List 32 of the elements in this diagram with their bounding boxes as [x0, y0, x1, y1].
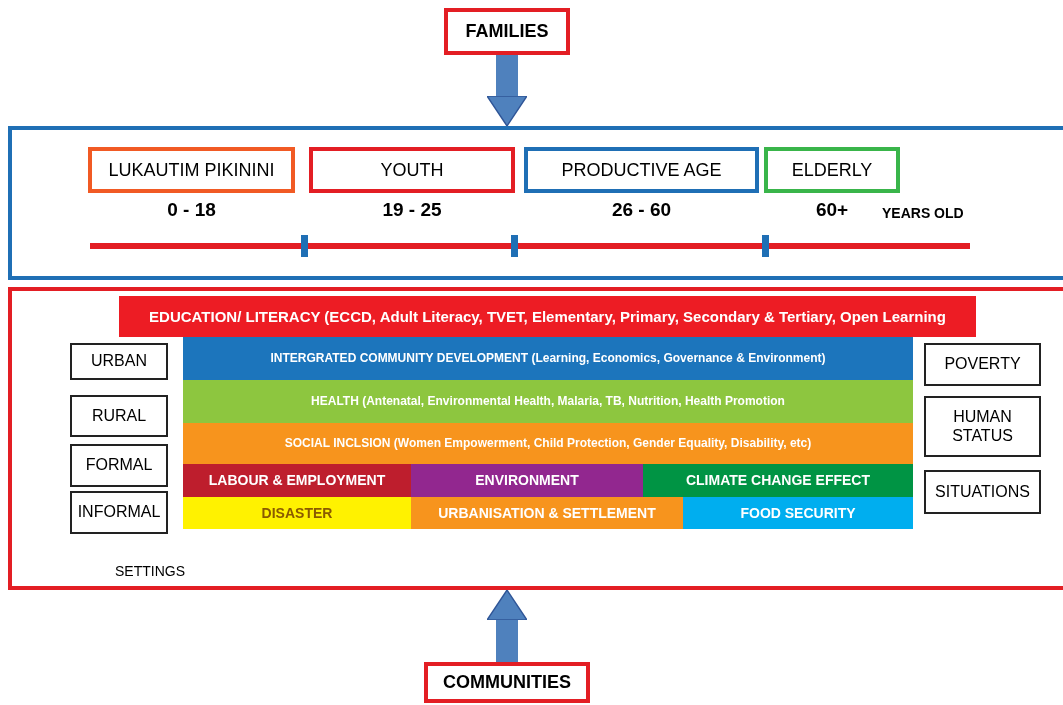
age-box: YOUTH [309, 147, 515, 193]
setting-box: FORMAL [70, 444, 168, 487]
sector-band: URBANISATION & SETTLEMENT [411, 497, 683, 529]
age-box: LUKAUTIM PIKININI [88, 147, 295, 193]
title-box: COMMUNITIES [424, 662, 590, 703]
age-group-panel [8, 126, 1063, 280]
setting-box: URBAN [70, 343, 168, 380]
age-box: ELDERLY [764, 147, 900, 193]
sector-band: ENVIRONMENT [411, 464, 643, 497]
sector-band: INTERGRATED COMMUNITY DEVELOPMENT (Learning, Economics, Governance & Environment) [183, 337, 913, 380]
settings-label: SETTINGS [115, 563, 185, 579]
unit-label: YEARS OLD [882, 205, 964, 221]
sector-panel [8, 287, 1063, 590]
situation-box: HUMAN STATUS [924, 396, 1041, 457]
setting-box: RURAL [70, 395, 168, 437]
title-box: FAMILIES [444, 8, 570, 55]
age-box: PRODUCTIVE AGE [524, 147, 759, 193]
setting-box: INFORMAL [70, 491, 168, 534]
sector-band: CLIMATE CHANGE EFFECT [643, 464, 913, 497]
age-range: 19 - 25 [381, 199, 443, 221]
sector-band: LABOUR & EMPLOYMENT [183, 464, 411, 497]
situation-box: POVERTY [924, 343, 1041, 386]
sector-band: EDUCATION/ LITERACY (ECCD, Adult Literacy, TVET, Elementary, Primary, Secondary & Tertiary, Open Learning [119, 296, 976, 337]
situation-box: SITUATIONS [924, 470, 1041, 514]
age-range: 0 - 18 [166, 199, 217, 221]
sector-band: HEALTH (Antenatal, Environmental Health, Malaria, TB, Nutrition, Health Promotion [183, 380, 913, 423]
sector-band: DISASTER [183, 497, 411, 529]
block-arrow [486, 589, 528, 662]
block-arrow [486, 55, 528, 127]
sector-band: SOCIAL INCLSION (Women Empowerment, Child Protection, Gender Equality, Disability, etc) [183, 423, 913, 464]
age-range: 26 - 60 [610, 199, 673, 221]
sector-band: FOOD SECURITY [683, 497, 913, 529]
